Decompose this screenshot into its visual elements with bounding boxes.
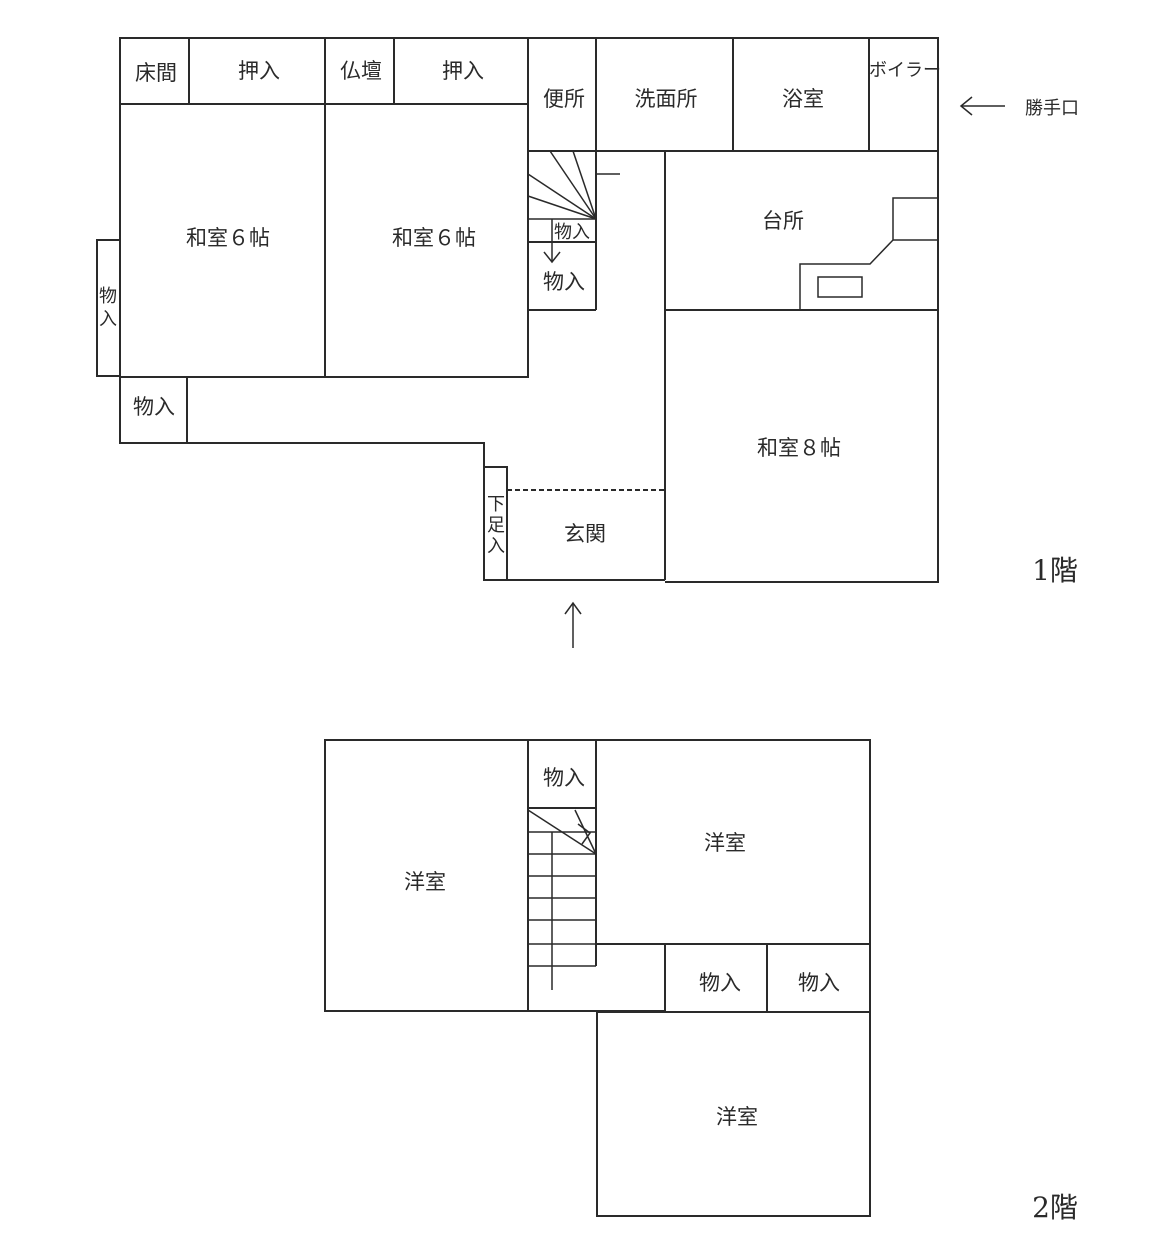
label-stair-storage-top: 物入 (554, 222, 590, 243)
label-oshiire-b: 押入 (442, 59, 484, 83)
floor2-plan: 洋室 物入 洋室 物入 物入 洋室 2階 (324, 739, 1078, 1224)
label-side-storage-2: 入 (99, 309, 117, 330)
label-shoe-box-1: 下 (487, 494, 505, 515)
western-bottom-room (596, 1011, 871, 1217)
label-stair-storage: 物入 (543, 270, 585, 294)
label-shoe-box-2: 足 (487, 515, 505, 536)
stove-fixture (817, 276, 863, 298)
label-kitchen: 台所 (762, 209, 804, 233)
label-washroom: 洗面所 (635, 87, 698, 111)
side-storage (96, 239, 121, 377)
label-oshiire-a: 押入 (238, 59, 280, 83)
label-boiler: ボイラー (869, 60, 941, 81)
label-bathroom: 浴室 (782, 87, 824, 111)
label-toilet: 便所 (543, 87, 585, 111)
label-washitsu6-left: 和室６帖 (186, 226, 270, 250)
label-entrance: 玄関 (564, 522, 606, 546)
label-side-storage-1: 物 (99, 286, 117, 307)
label-tokonoma: 床間 (135, 61, 177, 85)
floor1-label: 1階 (1032, 554, 1078, 587)
label-butsudan: 仏壇 (340, 59, 382, 83)
label-washitsu6-right: 和室６帖 (392, 226, 476, 250)
label-storage-b: 物入 (798, 971, 840, 995)
label-western-bottom: 洋室 (716, 1105, 758, 1129)
label-western-left: 洋室 (404, 870, 446, 894)
staircase-2f (527, 808, 597, 1011)
label-back-door: 勝手口 (1025, 98, 1079, 119)
label-storage-top: 物入 (543, 766, 585, 790)
label-storage-a: 物入 (699, 971, 741, 995)
floor2-label: 2階 (1032, 1191, 1078, 1224)
shoe-box (483, 466, 508, 581)
label-washitsu8: 和室８帖 (757, 436, 841, 460)
floor1-plan: 床間 押入 仏壇 押入 便所 洗面所 浴室 ボイラー 勝手口 和室６帖 和室６帖… (96, 37, 1079, 648)
label-western-right: 洋室 (704, 831, 746, 855)
staircase-1f (527, 150, 620, 311)
label-shoe-box-3: 入 (487, 536, 505, 557)
label-storage-lower: 物入 (133, 395, 175, 419)
